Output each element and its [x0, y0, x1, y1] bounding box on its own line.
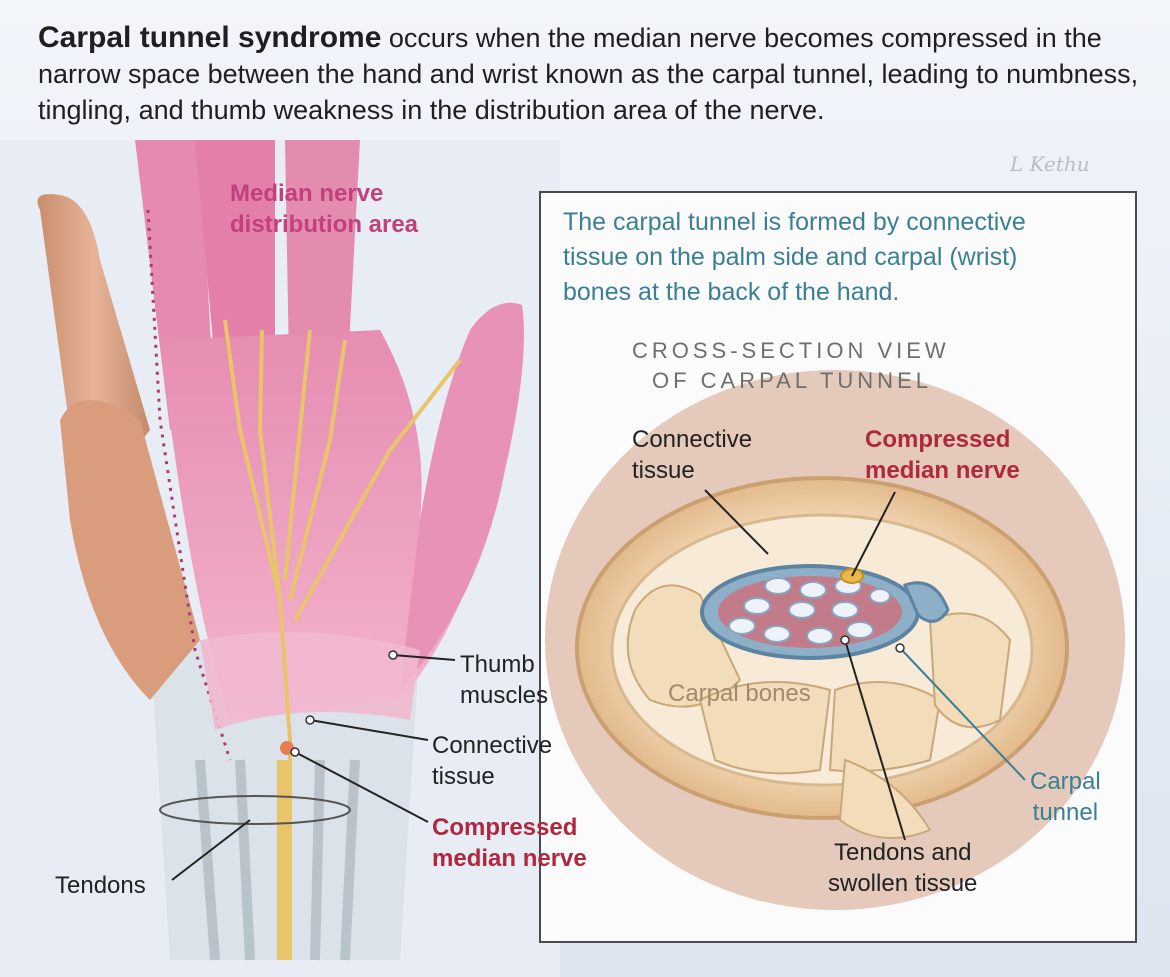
carpal-tunnel-label-line1: Carpal — [1030, 768, 1101, 795]
hand-leader-dots — [290, 650, 398, 757]
hand-compressed-nerve-label-line2: median nerve — [432, 845, 587, 872]
hand-compressed-nerve-label: Compressed median nerve — [432, 812, 587, 874]
inset-description-line2: tissue on the palm side and carpal (wris… — [563, 243, 1018, 271]
inset-connective-tissue-label-line2: tissue — [632, 457, 695, 484]
thumb-muscles-label-line1: Thumb — [460, 651, 535, 678]
distribution-boundary — [146, 209, 232, 761]
inset-description: The carpal tunnel is formed by connectiv… — [563, 205, 1026, 310]
hand-leader-lines — [171, 654, 456, 881]
cross-section-title-line1: CROSS-SECTION VIEW — [632, 338, 950, 363]
cross-section — [545, 370, 1125, 910]
distribution-area-label-line1: Median nerve — [230, 180, 384, 207]
hand-connective-tissue-label-line1: Connective — [432, 732, 553, 759]
hand-compressed-nerve-label-line1: Compressed — [432, 814, 578, 841]
cross-section-title-line2: OF CARPAL TUNNEL — [652, 368, 932, 393]
carpal-bones-label: Carpal bones — [668, 680, 811, 707]
connective-tissue-band — [200, 632, 420, 730]
inset-compressed-nerve-label-line1: Compressed — [865, 426, 1011, 453]
tendon-ring — [159, 795, 351, 825]
tendons-swollen-tissue-label-line2: swollen tissue — [828, 870, 978, 897]
hand-connective-tissue-label-line2: tissue — [432, 763, 495, 790]
median-nerve-branches — [223, 319, 462, 960]
cross-section-title: CROSS-SECTION VIEW OF CARPAL TUNNEL — [632, 336, 950, 396]
hand-connective-tissue-label: Connective tissue — [432, 730, 552, 792]
carpal-tunnel-leader — [899, 647, 1026, 781]
headline-text: occurs when the median nerve becomes com… — [38, 23, 1139, 125]
inset-connective-tissue-label: Connective tissue — [632, 424, 752, 486]
tendons-label: Tendons — [55, 872, 146, 899]
headline: Carpal tunnel syndrome occurs when the m… — [38, 20, 1148, 128]
thumb — [400, 302, 524, 690]
inset-description-line1: The carpal tunnel is formed by connectiv… — [563, 208, 1026, 236]
palm-skin — [60, 400, 200, 700]
thumb-muscles-label-line2: muscles — [460, 682, 549, 709]
inset-leader-lines — [704, 489, 906, 841]
inset-leader-dots — [840, 635, 905, 653]
carpal-tunnel-label-line2: tunnel — [1032, 799, 1099, 826]
index-finger — [37, 194, 150, 480]
inset-compressed-nerve-label: Compressed median nerve — [865, 424, 1020, 486]
inset-connective-tissue-label-line1: Connective — [632, 426, 753, 453]
distribution-area-label: Median nerve distribution area — [230, 178, 418, 240]
artist-signature: L Kethu — [1010, 152, 1090, 176]
tendon-cross-sections — [728, 577, 891, 645]
distribution-area-label-line2: distribution area — [230, 211, 419, 238]
inset-description-line3: bones at the back of the hand. — [563, 278, 900, 306]
carpal-tunnel-label: Carpal tunnel — [1030, 766, 1101, 828]
tendons-swollen-tissue-label: Tendons and swollen tissue — [828, 837, 977, 899]
headline-lead: Carpal tunnel syndrome — [38, 21, 382, 54]
tendons-swollen-tissue-label-line1: Tendons and — [833, 839, 972, 866]
thumb-muscles-label: Thumb muscles — [460, 649, 548, 711]
forearm-tendons — [195, 759, 360, 961]
inset-compressed-nerve-label-line2: median nerve — [865, 457, 1020, 484]
